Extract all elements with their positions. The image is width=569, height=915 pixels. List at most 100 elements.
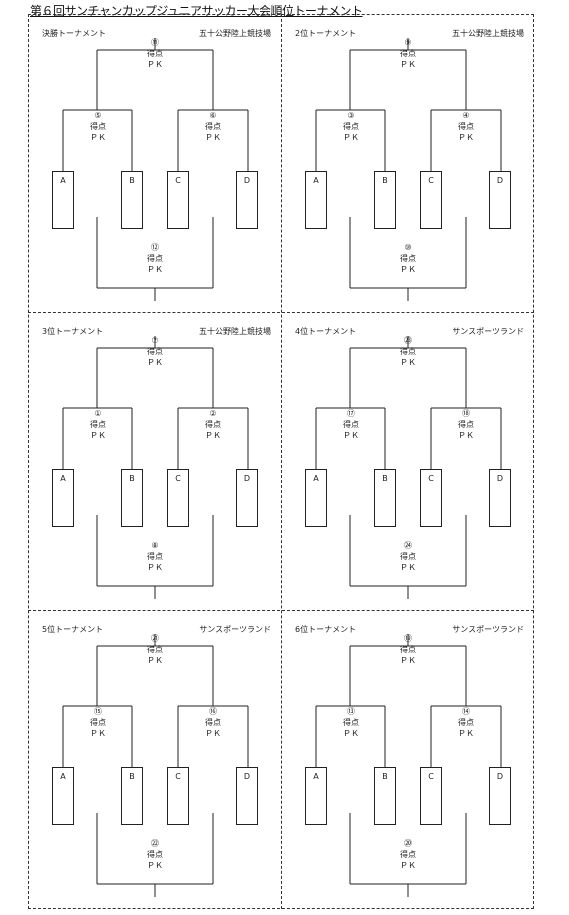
panel-title: 4位トーナメント — [295, 327, 357, 336]
team-box-b: B — [374, 767, 396, 825]
tournament-panel-1: 決勝トーナメント 五十公野陸上競技場 ⑪ 得点 — [28, 14, 281, 311]
panel-title: 2位トーナメント — [295, 29, 357, 38]
match-number: ⑮ — [94, 707, 102, 716]
final-match-label: ㉓ 得点 ＰＫ — [388, 335, 428, 368]
semifinal-right-label: ⑭ 得点 ＰＫ — [446, 706, 486, 739]
match-number: ㉔ — [404, 541, 412, 550]
team-box-a: A — [305, 469, 327, 527]
match-number: ③ — [347, 111, 355, 120]
tournament-panel-2: 2位トーナメント 五十公野陸上競技場 ⑨ 得点 — [281, 14, 534, 311]
match-number: ④ — [462, 111, 470, 120]
semifinal-left-label: ⑤ 得点 ＰＫ — [78, 110, 118, 143]
pk-label: ＰＫ — [90, 431, 106, 440]
score-label: 得点 — [147, 645, 163, 654]
column-divider — [281, 14, 282, 909]
panel-title: 5位トーナメント — [42, 625, 104, 634]
score-label: 得点 — [90, 122, 106, 131]
team-box-d: D — [489, 171, 511, 229]
pk-label: ＰＫ — [400, 60, 416, 69]
semifinal-right-label: ② 得点 ＰＫ — [193, 408, 233, 441]
score-label: 得点 — [90, 718, 106, 727]
pk-label: ＰＫ — [400, 265, 416, 274]
score-label: 得点 — [458, 420, 474, 429]
final-match-label: ⑲ 得点 ＰＫ — [388, 633, 428, 666]
pk-label: ＰＫ — [400, 656, 416, 665]
row-divider-2 — [28, 610, 534, 611]
score-label: 得点 — [205, 718, 221, 727]
score-label: 得点 — [147, 49, 163, 58]
match-number: ② — [209, 409, 217, 418]
score-label: 得点 — [400, 254, 416, 263]
team-box-a: A — [305, 767, 327, 825]
final-match-label: ⑨ 得点 ＰＫ — [388, 37, 428, 70]
team-box-b: B — [121, 171, 143, 229]
score-label: 得点 — [147, 254, 163, 263]
pk-label: ＰＫ — [458, 431, 474, 440]
pk-label: ＰＫ — [343, 133, 359, 142]
team-box-b: B — [121, 767, 143, 825]
pk-label: ＰＫ — [147, 656, 163, 665]
team-box-c: C — [167, 171, 189, 229]
panel-title: 3位トーナメント — [42, 327, 104, 336]
semifinal-right-label: ⑥ 得点 ＰＫ — [193, 110, 233, 143]
match-number: ⑤ — [94, 111, 102, 120]
score-label: 得点 — [400, 552, 416, 561]
semifinal-right-label: ⑱ 得点 ＰＫ — [446, 408, 486, 441]
team-box-d: D — [489, 469, 511, 527]
semifinal-left-label: ⑮ 得点 ＰＫ — [78, 706, 118, 739]
score-label: 得点 — [147, 347, 163, 356]
score-label: 得点 — [458, 718, 474, 727]
team-box-d: D — [236, 469, 258, 527]
match-number: ⑪ — [151, 38, 159, 47]
team-box-c: C — [420, 767, 442, 825]
final-match-label: ㉑ 得点 ＰＫ — [135, 633, 175, 666]
team-box-c: C — [420, 469, 442, 527]
bracket-lines — [62, 38, 249, 301]
panel-venue: 五十公野陸上競技場 — [199, 327, 271, 336]
match-number: ⑦ — [151, 336, 159, 345]
team-box-a: A — [52, 171, 74, 229]
bracket-lines — [62, 336, 249, 599]
score-label: 得点 — [458, 122, 474, 131]
row-divider-1 — [28, 312, 534, 313]
bracket-lines — [315, 38, 502, 301]
score-label: 得点 — [343, 718, 359, 727]
pk-label: ＰＫ — [90, 133, 106, 142]
tournament-panel-3: 3位トーナメント 五十公野陸上競技場 ⑦ 得点 — [28, 312, 281, 609]
team-box-d: D — [236, 767, 258, 825]
pk-label: ＰＫ — [458, 133, 474, 142]
panel-venue: サンスポーツランド — [199, 625, 271, 634]
panel-venue: サンスポーツランド — [452, 327, 524, 336]
team-box-c: C — [167, 469, 189, 527]
pk-label: ＰＫ — [147, 60, 163, 69]
match-number: ⑭ — [462, 707, 470, 716]
match-number: ⑨ — [404, 38, 412, 47]
score-label: 得点 — [205, 420, 221, 429]
consolation-match-label: ⑳ 得点 ＰＫ — [388, 838, 428, 871]
team-box-a: A — [52, 469, 74, 527]
pk-label: ＰＫ — [147, 861, 163, 870]
score-label: 得点 — [205, 122, 221, 131]
pk-label: ＰＫ — [205, 133, 221, 142]
pk-label: ＰＫ — [205, 729, 221, 738]
match-number: ㉒ — [151, 839, 159, 848]
match-number: ㉑ — [151, 634, 159, 643]
final-match-label: ⑪ 得点 ＰＫ — [135, 37, 175, 70]
panel-venue: サンスポーツランド — [452, 625, 524, 634]
semifinal-left-label: ⑰ 得点 ＰＫ — [331, 408, 371, 441]
panel-venue: 五十公野陸上競技場 — [452, 29, 524, 38]
match-number: ⑳ — [404, 839, 412, 848]
pk-label: ＰＫ — [343, 431, 359, 440]
pk-label: ＰＫ — [400, 358, 416, 367]
pk-label: ＰＫ — [400, 861, 416, 870]
score-label: 得点 — [343, 122, 359, 131]
pk-label: ＰＫ — [343, 729, 359, 738]
score-label: 得点 — [400, 347, 416, 356]
consolation-match-label: ⑧ 得点 ＰＫ — [135, 540, 175, 573]
pk-label: ＰＫ — [147, 563, 163, 572]
pk-label: ＰＫ — [205, 431, 221, 440]
bracket-lines — [62, 634, 249, 897]
score-label: 得点 — [400, 49, 416, 58]
bracket-lines — [315, 634, 502, 897]
semifinal-left-label: ⑬ 得点 ＰＫ — [331, 706, 371, 739]
